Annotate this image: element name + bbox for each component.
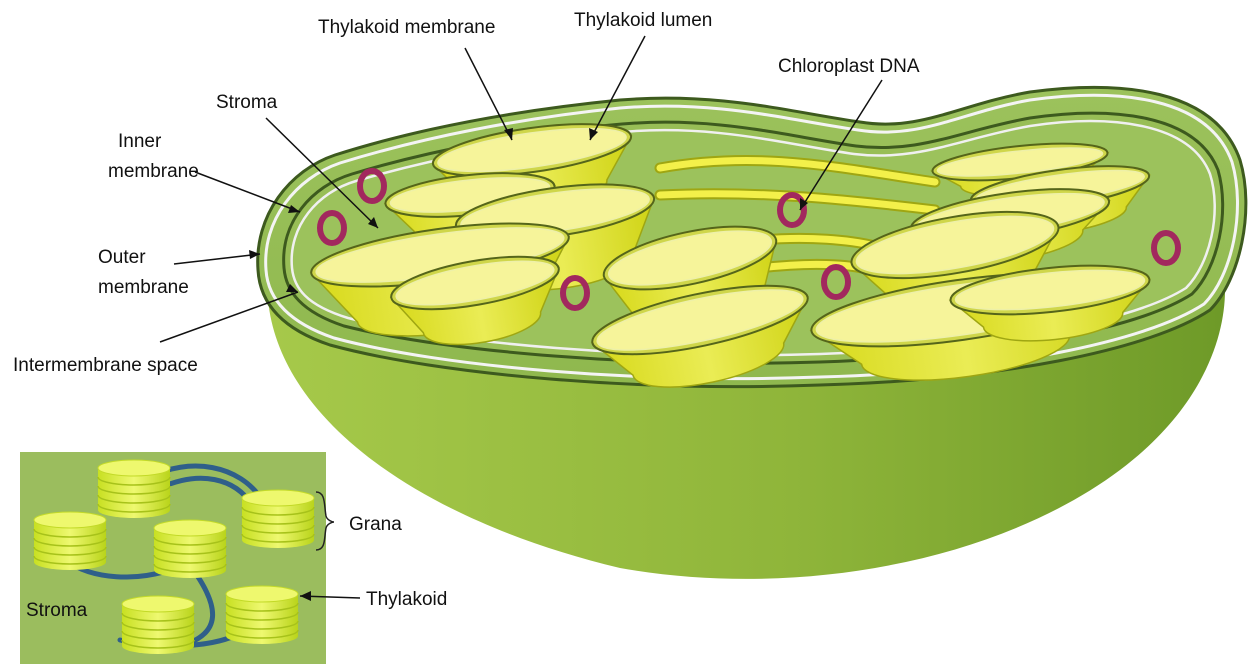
granum-top [122,596,194,612]
granum-stack [98,460,170,518]
granum-stack [122,596,194,654]
granum-stack [34,512,106,570]
label-inner-membrane: membrane [108,161,199,182]
label-thylakoid-membrane: Thylakoid membrane [318,17,495,38]
label-outer-membrane: membrane [98,277,189,298]
label-thylakoid: Thylakoid [366,589,447,610]
granum-top [34,512,106,528]
granum-top [98,460,170,476]
label-chloroplast-dna: Chloroplast DNA [778,56,920,77]
label-inner-membrane: Inner [118,131,162,152]
grana-inset: Grana Thylakoid Stroma [20,452,447,664]
label-stroma: Stroma [216,92,278,113]
granum-top [242,490,314,506]
granum-stack [242,490,314,548]
leader-outer-membrane [174,254,260,264]
label-inset-stroma: Stroma [26,600,88,621]
label-thylakoid-lumen: Thylakoid lumen [574,10,712,31]
label-grana: Grana [349,514,402,535]
granum-stack [226,586,298,644]
granum-top [154,520,226,536]
label-intermembrane-space: Intermembrane space [13,355,198,376]
granum-stack [154,520,226,578]
granum-top [226,586,298,602]
label-outer-membrane: Outer [98,247,146,268]
